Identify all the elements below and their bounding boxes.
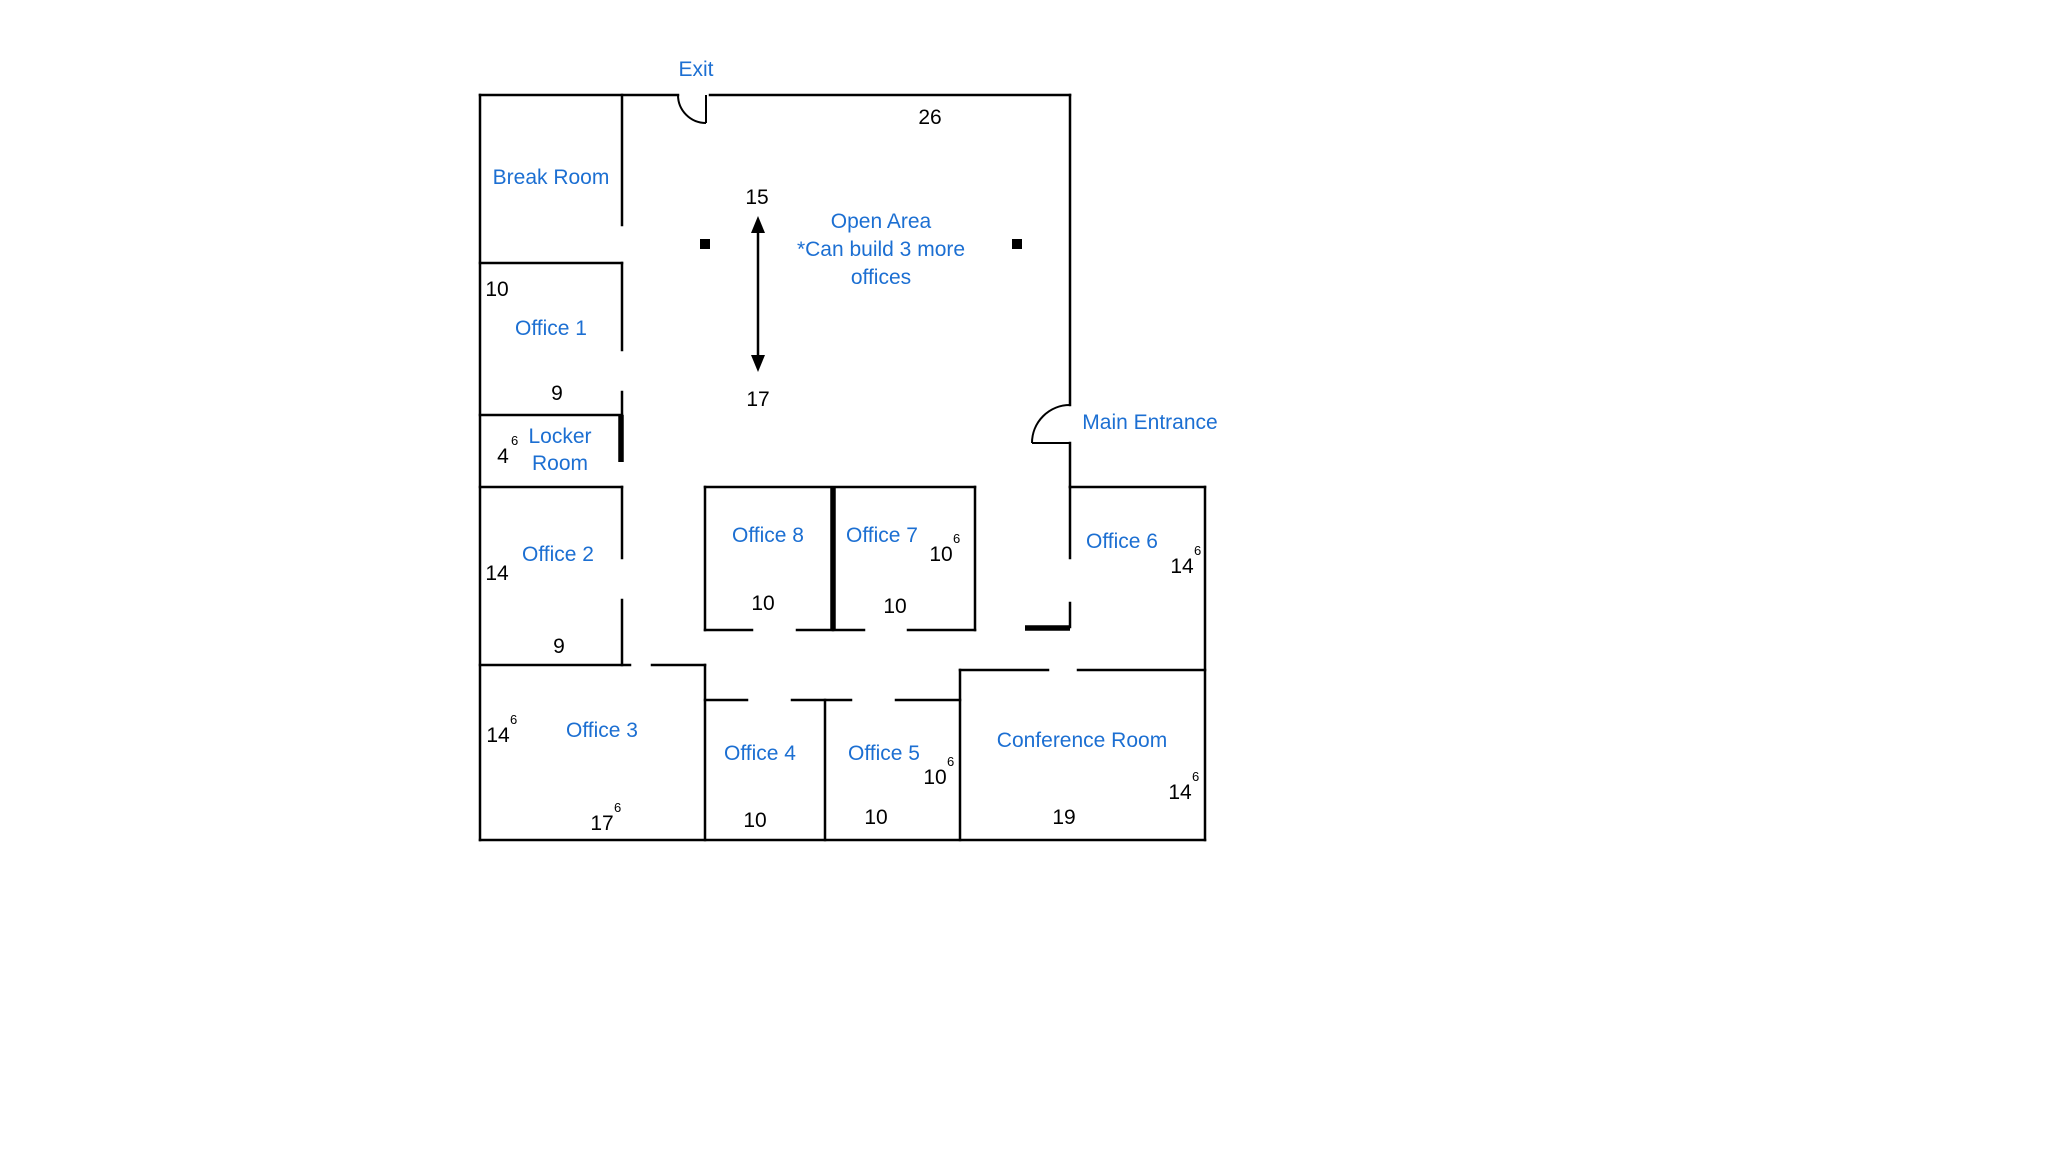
dimension-office-6-width: 14 [1170, 555, 1194, 578]
dimension-office-8-width: 10 [751, 592, 774, 615]
dimension-office-7-width-sup: 6 [953, 531, 960, 546]
office-1-label: Office 1 [515, 317, 587, 340]
dimension-arrow-head-down [751, 355, 765, 372]
main-entrance-door-arc [1031, 404, 1071, 444]
exit-door-arc [677, 94, 707, 124]
office-5-label: Office 5 [848, 742, 920, 765]
office-2-label: Office 2 [522, 543, 594, 566]
conference-room-label: Conference Room [997, 729, 1167, 752]
open-area-label-line-3: offices [851, 266, 911, 289]
office-6-label: Office 6 [1086, 530, 1158, 553]
dimension-locker-depth-sup: 6 [511, 433, 518, 448]
dimension-conference-width: 19 [1052, 806, 1075, 829]
dimension-open-area-depth-bottom: 17 [746, 388, 769, 411]
office-4-label: Office 4 [724, 742, 796, 765]
dimension-office-1-depth: 10 [485, 278, 508, 301]
office-3-label: Office 3 [566, 719, 638, 742]
open-area-label-line-2: *Can build 3 more [797, 238, 965, 261]
column-marker-left [700, 239, 710, 249]
dimension-open-area-depth-top: 15 [745, 186, 768, 209]
doors [677, 94, 1071, 444]
dimension-office-4-width: 10 [743, 809, 766, 832]
exit-label: Exit [678, 58, 713, 81]
column-marker-right [1012, 239, 1022, 249]
floor-plan-walls [478, 93, 1207, 842]
dimension-office-1-width: 9 [551, 382, 563, 405]
dimension-office-7-width-bottom: 10 [883, 595, 906, 618]
locker-room-label-line-2: Room [532, 452, 588, 475]
dimension-office-3-width-sup: 6 [614, 800, 621, 815]
dimension-office-3-depth-sup: 6 [510, 712, 517, 727]
dimension-office-6-width-sup: 6 [1194, 543, 1201, 558]
dimension-office-2-depth: 14 [485, 562, 509, 585]
dimension-office-5-width-sup: 6 [947, 754, 954, 769]
locker-room-label-line-1: Locker [528, 425, 591, 448]
dimension-office-3-depth: 14 [486, 724, 510, 747]
dimension-locker-depth: 4 [497, 445, 509, 468]
dimension-open-area-width: 26 [918, 106, 941, 129]
open-area-label-line-1: Open Area [831, 210, 932, 233]
office-7-label: Office 7 [846, 524, 918, 547]
dimension-office-5-width: 10 [923, 766, 946, 789]
dimension-arrow-head-up [751, 216, 765, 233]
dimension-office-3-width: 17 [590, 812, 613, 835]
dimension-conference-depth-sup: 6 [1192, 769, 1199, 784]
dimension-office-5-width-bottom: 10 [864, 806, 887, 829]
break-room-label: Break Room [493, 166, 610, 189]
main-entrance-label: Main Entrance [1082, 411, 1217, 434]
dimension-conference-depth: 14 [1168, 781, 1192, 804]
dimension-office-2-width: 9 [553, 635, 565, 658]
dimension-office-7-width: 10 [929, 543, 952, 566]
office-8-label: Office 8 [732, 524, 804, 547]
dimension-arrow [751, 216, 765, 372]
